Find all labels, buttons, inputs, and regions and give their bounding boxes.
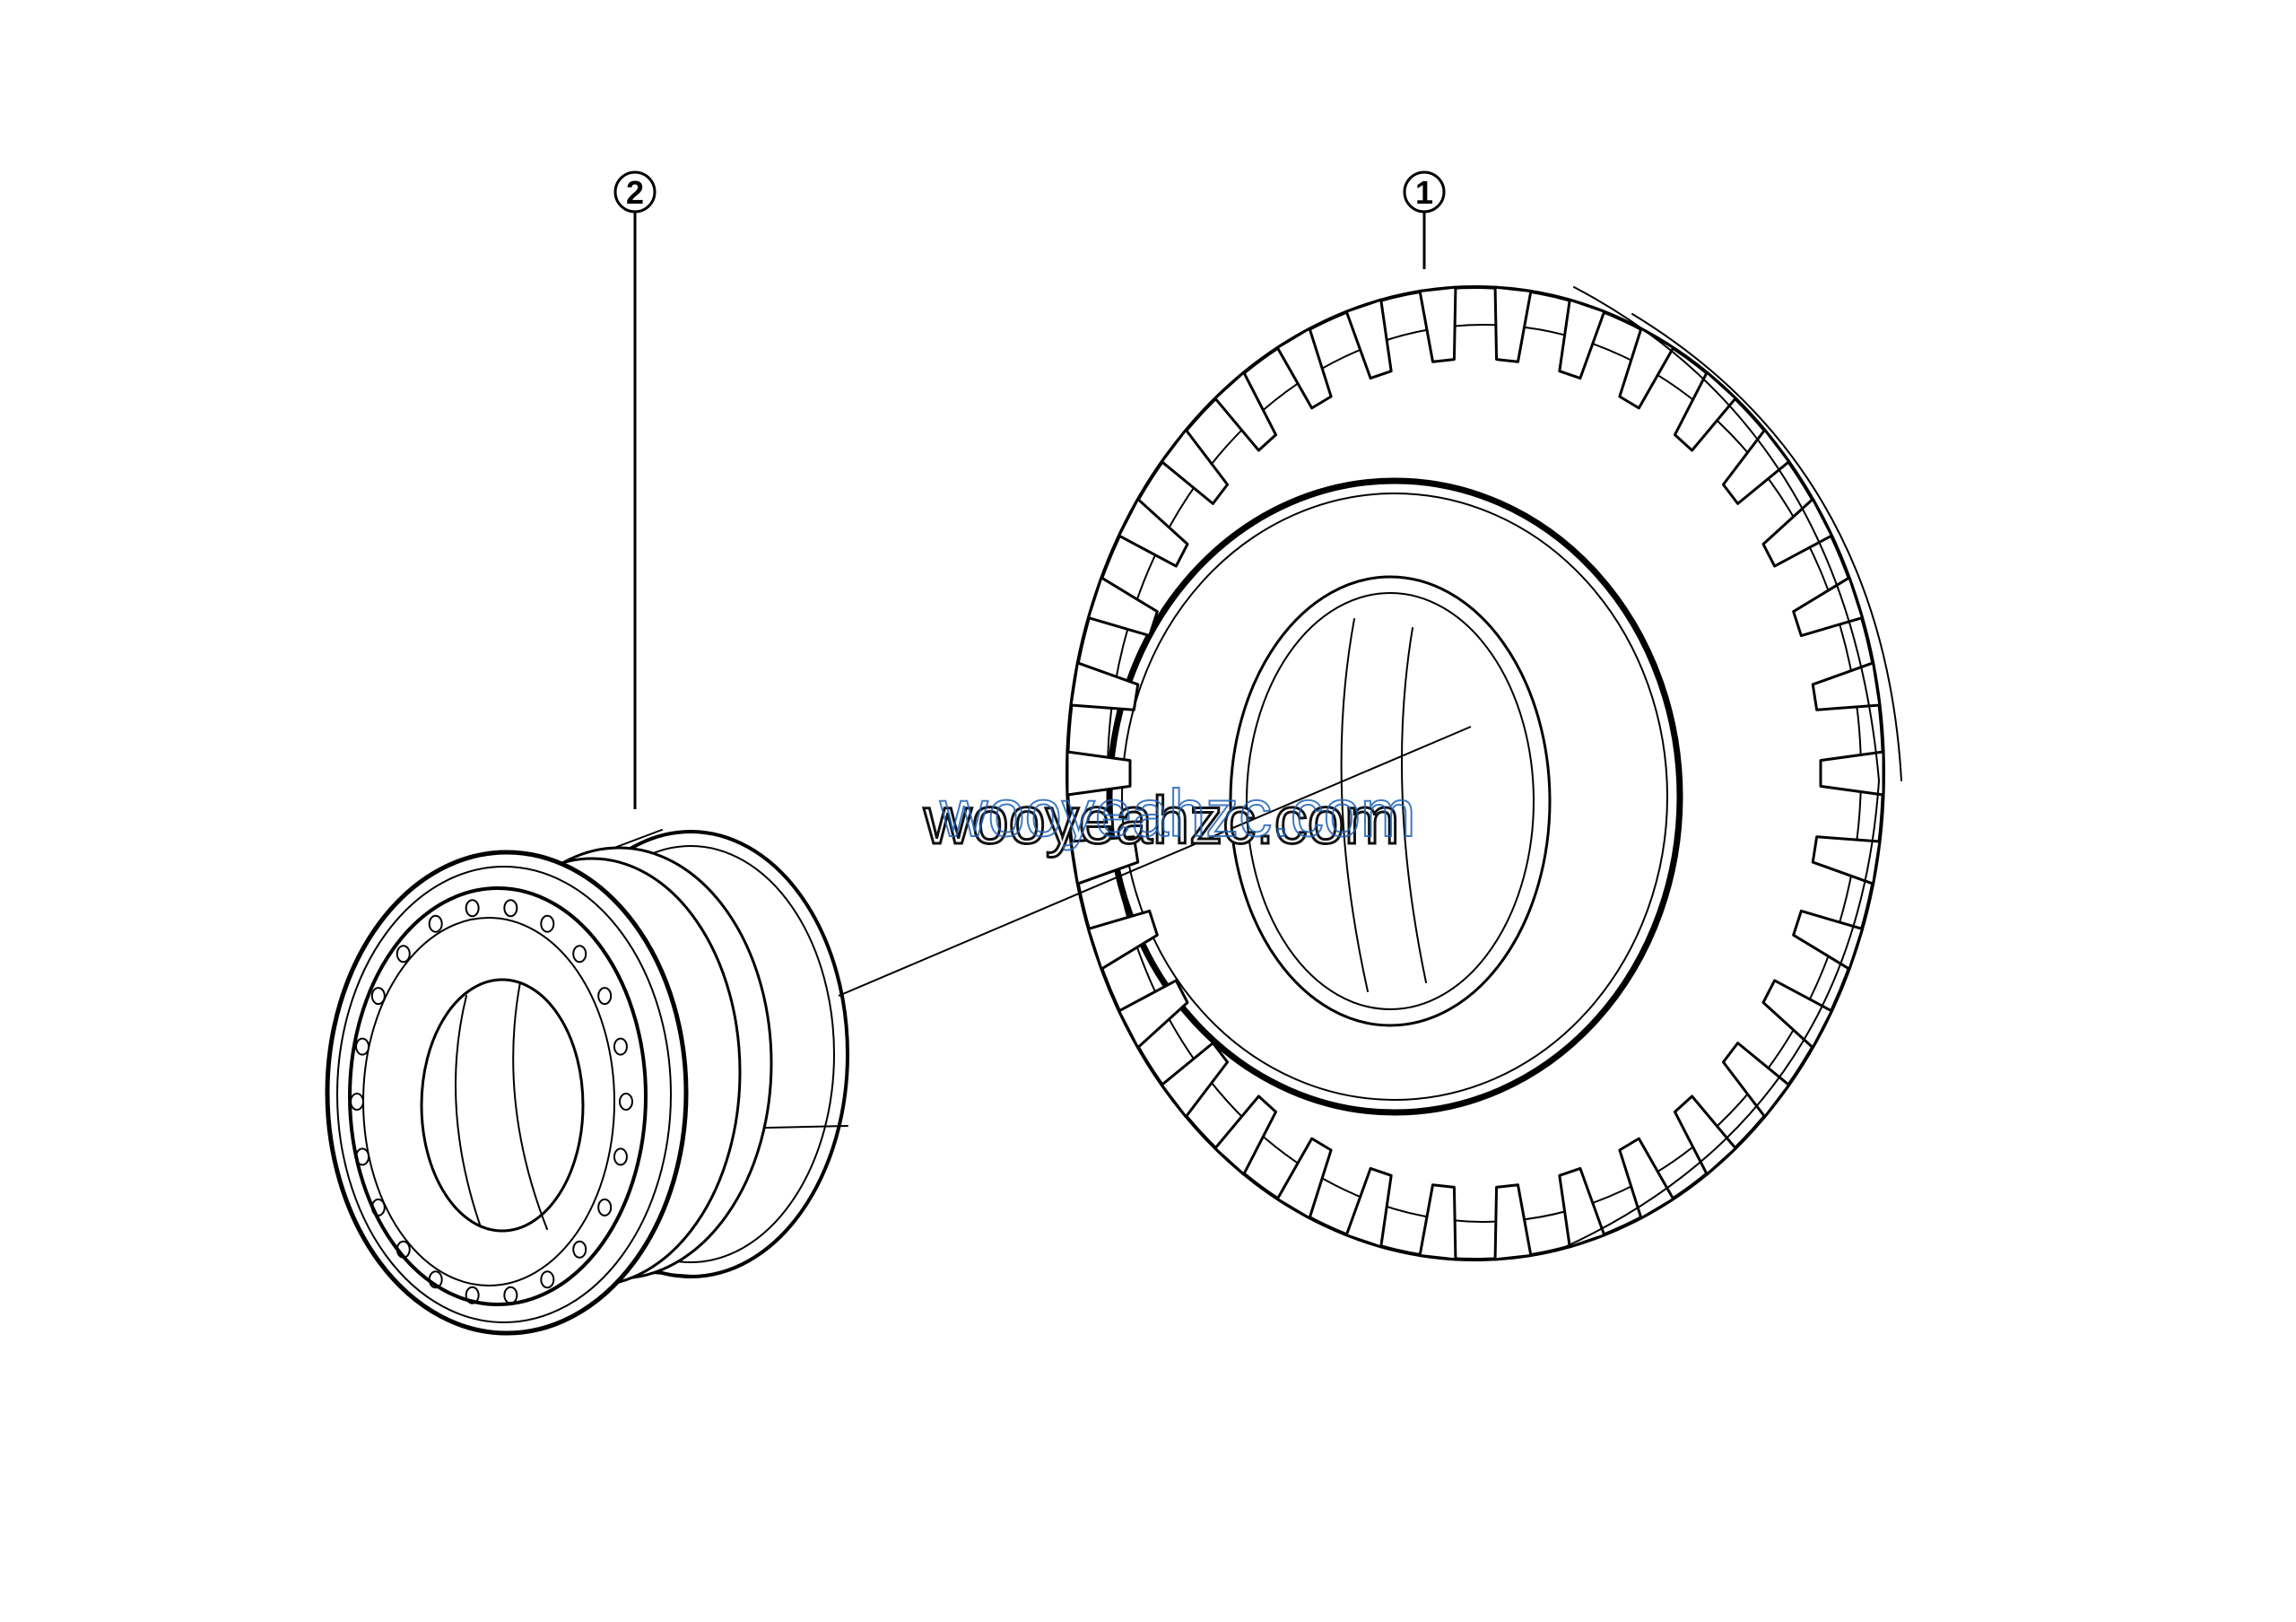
tread-block [1087,576,1159,638]
tread-block [1087,909,1159,971]
tread-block [1493,1183,1533,1261]
bolt-hole [350,1093,364,1111]
tread-block [1673,371,1737,452]
bolt-hole [613,1037,628,1056]
bolt-hole [597,1198,613,1216]
bolt-hole [503,899,518,918]
bolt-hole [465,899,480,918]
bolt-hole [572,1240,587,1259]
tread-block [1065,750,1132,797]
tread-block [1160,428,1230,505]
bolt-hole [396,945,411,964]
tread-block [1618,327,1675,410]
watermark-overlay-text: wooyeahzc.com [939,776,1416,850]
callout-label: 1 [1415,174,1433,211]
tread-block [1118,979,1189,1050]
tire-icon [1065,285,1902,1261]
tread-block [1761,979,1833,1050]
tread-block [1418,1183,1457,1261]
bolt-hole [597,987,613,1006]
tread-block [1493,285,1533,363]
tread-block [1069,835,1140,885]
tread-block [1213,371,1278,452]
bolt-hole [540,914,555,933]
bolt-hole [503,1286,518,1304]
tread-block [1213,1094,1278,1176]
bolt-hole [619,1093,633,1111]
bolt-hole [355,1147,370,1166]
rim-icon [325,829,849,1336]
tread-block [1160,1042,1230,1119]
bolt-hole [396,1240,411,1259]
tread-block [1761,497,1833,568]
assembly-axis-line [838,726,1472,997]
watermark-outline-text: wooyeahzc.com [923,783,1400,858]
tread-block [1618,1137,1675,1220]
tread-block [1792,576,1864,638]
tread-block [1069,661,1140,711]
tread-block [1721,1042,1791,1119]
tread-block [1275,1137,1333,1220]
bolt-hole [428,914,443,933]
tread-block [1721,428,1791,505]
tread-block [1118,497,1189,568]
bolt-hole [428,1270,443,1289]
bolt-hole [613,1147,628,1166]
tread-block [1344,298,1393,380]
bolt-hole [465,1286,480,1304]
tread-block [1673,1094,1737,1176]
tread-block [1558,1166,1606,1249]
callout-1: 1 [1403,170,1446,269]
callout-label: 2 [626,174,644,211]
tread-block [1418,285,1457,363]
tread-block [1792,909,1864,971]
bolt-hole [572,945,587,964]
callout-2: 2 [613,170,657,809]
tread-block [1558,298,1606,380]
bolt-hole [370,987,386,1006]
bolt-hole [540,1270,555,1289]
tread-block [1344,1166,1393,1249]
bolt-hole [370,1198,386,1216]
watermark: wooyeahzc.com wooyeahzc.com [922,775,1417,859]
tread-block [1275,327,1333,410]
bolt-hole [355,1037,370,1056]
tread-block [1819,750,1885,797]
tread-block [1811,835,1882,885]
